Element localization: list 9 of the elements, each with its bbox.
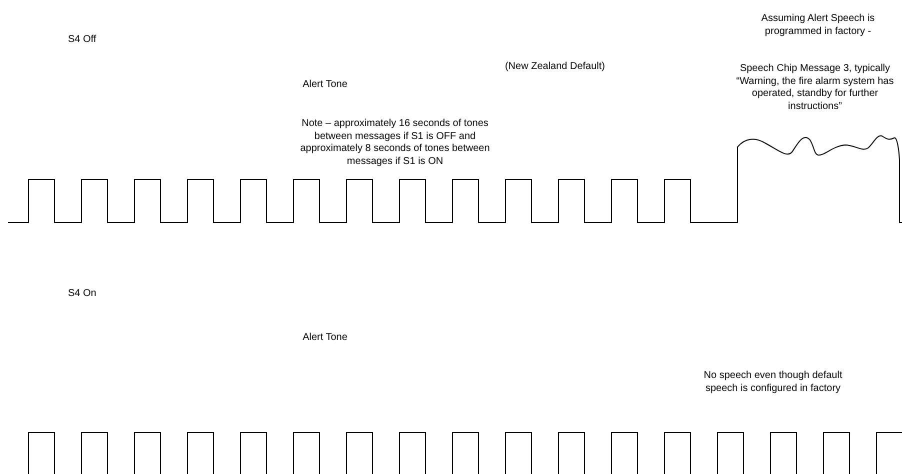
section-label: Alert Tone (302, 332, 348, 344)
note-text: No speech even though default speech is configured in factory (702, 370, 844, 395)
mode-label: S4 On (68, 288, 96, 300)
note-text: Note – approximately 16 seconds of tones between messages if S1 is OFF and approximately 8 seconds of tones between messages if S1 is ON (299, 118, 491, 168)
mode-label: S4 Off (68, 34, 96, 46)
note-text: (New Zealand Default) (504, 61, 606, 74)
note-text: Assuming Alert Speech is programmed in factory - (760, 13, 876, 38)
note-text: Speech Chip Message 3, typically “Warning, the fire alarm system has operated, standby for further instructions” (735, 63, 895, 113)
section-label: Alert Tone (302, 79, 348, 92)
